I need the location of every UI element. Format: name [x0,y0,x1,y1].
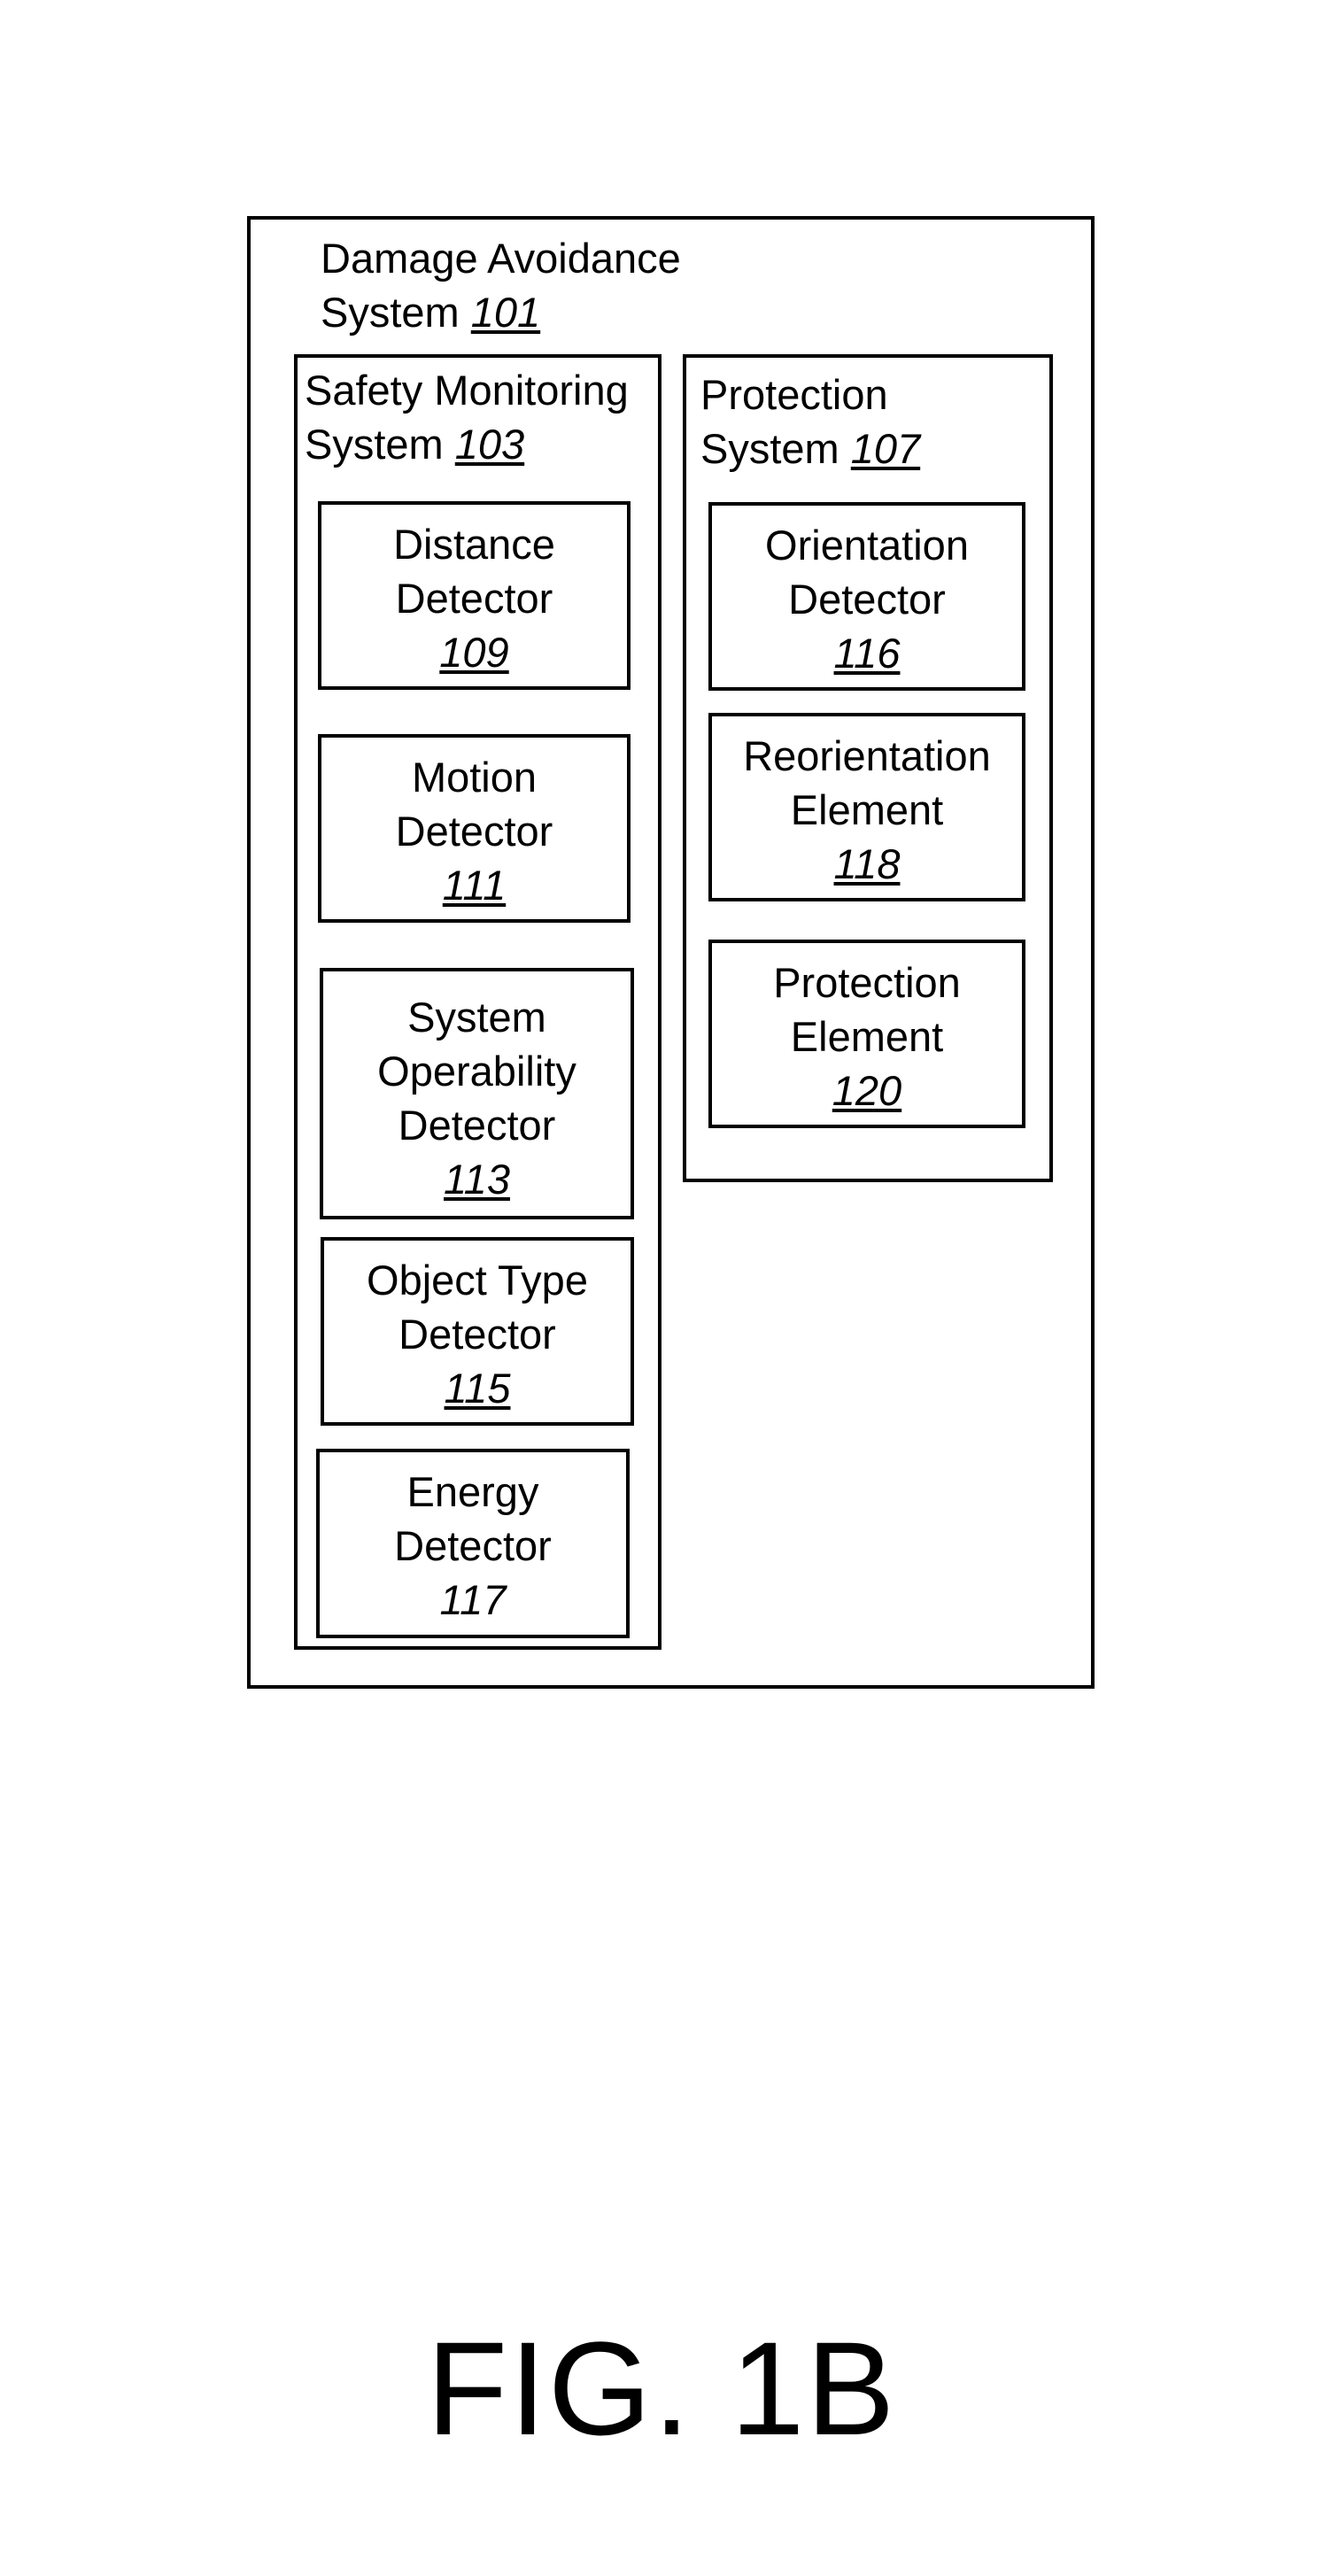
orientation-detector-line1: Orientation [712,518,1022,572]
orientation-detector-ref: 116 [712,626,1022,680]
distance-detector-ref: 109 [321,625,627,679]
energy-detector-label: Energy Detector 117 [320,1465,626,1627]
damage-avoidance-system-label: Damage Avoidance System 101 [321,231,681,339]
distance-detector-line1: Distance [321,517,627,571]
motion-detector-ref: 111 [321,858,627,912]
system-operability-detector-line3: Detector [323,1098,631,1152]
object-type-detector-line1: Object Type [324,1253,631,1307]
system-operability-detector-box: System Operability Detector 113 [320,968,634,1219]
orientation-detector-line2: Detector [712,572,1022,626]
motion-detector-label: Motion Detector 111 [321,750,627,912]
system-operability-detector-ref: 113 [323,1152,631,1206]
protection-system-title-line1: Protection [700,367,920,422]
safety-monitoring-title-word: System [305,421,444,468]
figure-label: FIG. 1B [0,2313,1323,2464]
safety-monitoring-ref: 103 [455,421,524,468]
reorientation-element-line2: Element [712,783,1022,837]
protection-system-label: Protection System 107 [700,367,920,476]
distance-detector-line2: Detector [321,571,627,625]
motion-detector-line2: Detector [321,804,627,858]
orientation-detector-label: Orientation Detector 116 [712,518,1022,680]
safety-monitoring-title-line1: Safety Monitoring [305,363,629,417]
energy-detector-line1: Energy [320,1465,626,1519]
object-type-detector-line2: Detector [324,1307,631,1361]
protection-element-line2: Element [712,1010,1022,1064]
damage-avoidance-title-line2: System 101 [321,285,681,339]
protection-system-title-word: System [700,425,839,472]
protection-element-label: Protection Element 120 [712,955,1022,1118]
reorientation-element-line1: Reorientation [712,729,1022,783]
safety-monitoring-system-label: Safety Monitoring System 103 [305,363,629,471]
distance-detector-box: Distance Detector 109 [318,501,631,690]
energy-detector-ref: 117 [320,1573,626,1627]
distance-detector-label: Distance Detector 109 [321,517,627,679]
object-type-detector-box: Object Type Detector 115 [321,1237,634,1426]
protection-system-title-line2: System 107 [700,422,920,476]
protection-element-ref: 120 [712,1064,1022,1118]
motion-detector-line1: Motion [321,750,627,804]
damage-avoidance-title-word: System [321,289,460,336]
reorientation-element-ref: 118 [712,837,1022,891]
reorientation-element-box: Reorientation Element 118 [708,713,1025,901]
reorientation-element-label: Reorientation Element 118 [712,729,1022,891]
safety-monitoring-title-line2: System 103 [305,417,629,471]
protection-system-ref: 107 [851,425,920,472]
orientation-detector-box: Orientation Detector 116 [708,502,1025,691]
protection-element-line1: Protection [712,955,1022,1010]
energy-detector-line2: Detector [320,1519,626,1573]
energy-detector-box: Energy Detector 117 [316,1449,630,1638]
motion-detector-box: Motion Detector 111 [318,734,631,923]
damage-avoidance-title-line1: Damage Avoidance [321,231,681,285]
object-type-detector-label: Object Type Detector 115 [324,1253,631,1415]
protection-element-box: Protection Element 120 [708,940,1025,1128]
damage-avoidance-ref: 101 [471,289,540,336]
system-operability-detector-line1: System [323,990,631,1044]
object-type-detector-ref: 115 [324,1361,631,1415]
system-operability-detector-label: System Operability Detector 113 [323,990,631,1206]
system-operability-detector-line2: Operability [323,1044,631,1098]
